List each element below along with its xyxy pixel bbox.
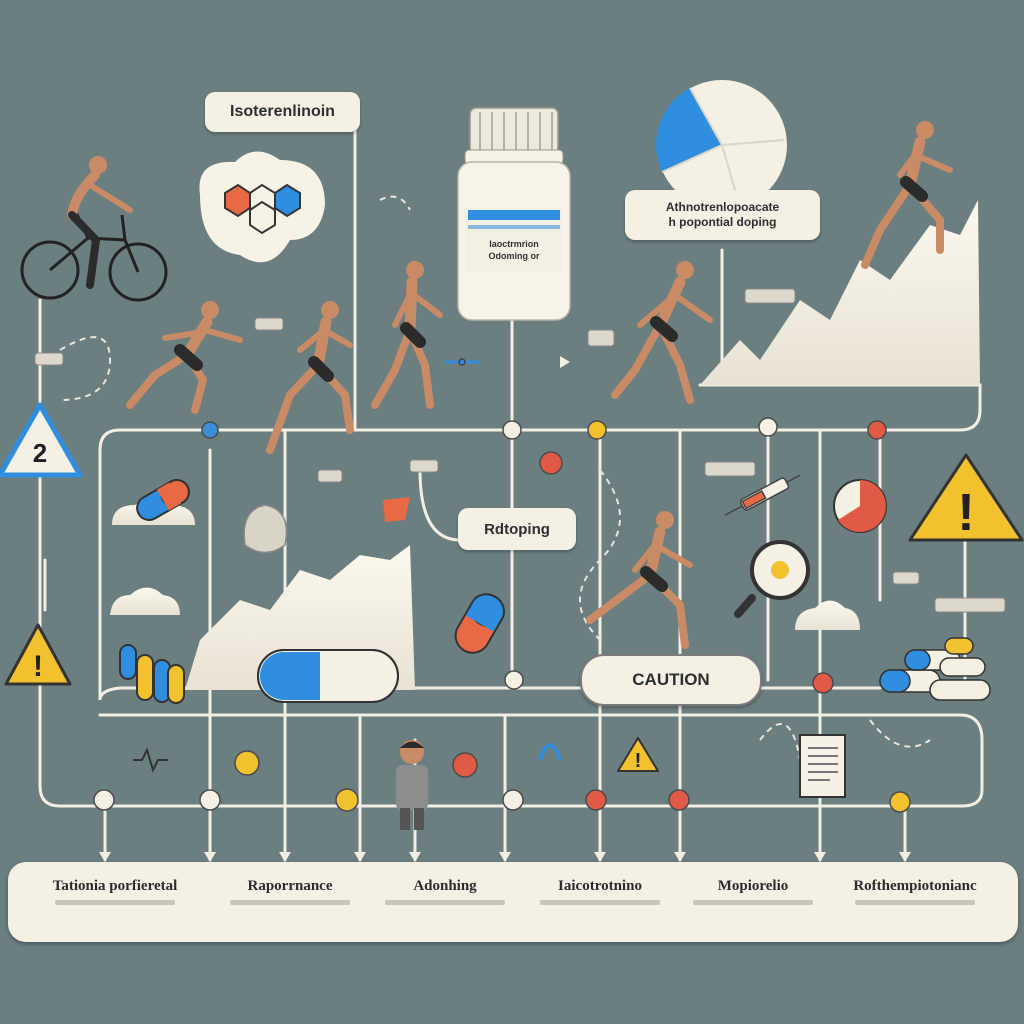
runner-icon — [126, 121, 953, 649]
category-5-sub — [668, 900, 838, 906]
node-dots — [93, 417, 911, 813]
molecule-icon — [199, 151, 325, 263]
potential-doping-label: Athnotrenlopoacate h popontial doping — [625, 190, 820, 240]
dashed-links — [59, 195, 931, 761]
cyclist-icon — [20, 156, 168, 302]
pill-bottle-icon — [457, 107, 571, 321]
category-4-sub — [515, 900, 685, 906]
category-3-sub — [360, 900, 530, 906]
category-5: Mopiorelio — [717, 878, 789, 894]
bottle-label-line1: Iaoctrmrion — [489, 239, 539, 249]
heartbeat-icon — [133, 747, 168, 773]
caution-text: CAUTION — [632, 670, 710, 689]
bottle-label: Iaoctrmrion Odoming or — [466, 238, 562, 262]
pie-chart-icon — [656, 80, 787, 210]
category-band — [8, 862, 1018, 942]
doping-text: Rdtoping — [484, 520, 550, 538]
svg-text:!: ! — [33, 650, 43, 683]
person-icon — [396, 740, 428, 830]
pacifier-icon — [243, 504, 288, 554]
placeholder-tags — [34, 288, 1006, 613]
doping-label: Rdtoping — [458, 508, 576, 550]
svg-text:!: ! — [957, 484, 974, 542]
document-icon — [799, 734, 846, 798]
warning-icon: ! ! ! — [0, 402, 1024, 772]
envelope-icon — [383, 497, 410, 522]
capsule-pile-icon — [879, 637, 991, 701]
category-1-sub — [30, 900, 200, 906]
category-3: Adonhing — [413, 878, 477, 894]
warning-number: 2 — [33, 438, 47, 468]
category-1: Tationia porfieretal — [52, 878, 178, 894]
caution-label: CAUTION — [580, 654, 762, 706]
isotretinoin-text: Isoterenlinoin — [230, 103, 335, 120]
category-2-sub — [205, 900, 375, 906]
category-2: Raporrnance — [247, 878, 333, 894]
svg-text:!: ! — [635, 750, 642, 772]
ribbon-icon — [538, 743, 562, 761]
category-4: Iaicotrotnino — [558, 878, 642, 894]
potential-line2: h popontial doping — [668, 215, 777, 229]
arrowheads — [99, 852, 911, 862]
syringe-icon — [445, 356, 801, 516]
mountain-right — [700, 200, 980, 385]
bottle-label-line2: Odoming or — [488, 251, 540, 261]
magnifier-icon — [734, 540, 810, 618]
category-6-sub — [830, 900, 1000, 906]
isotretinoin-label: Isoterenlinoin — [205, 92, 360, 132]
potential-line1: Athnotrenlopoacate — [665, 200, 780, 214]
mini-pie-icon — [833, 479, 887, 533]
capsule-icon — [119, 479, 506, 704]
category-6: Rofthempiotonianc — [853, 878, 977, 894]
